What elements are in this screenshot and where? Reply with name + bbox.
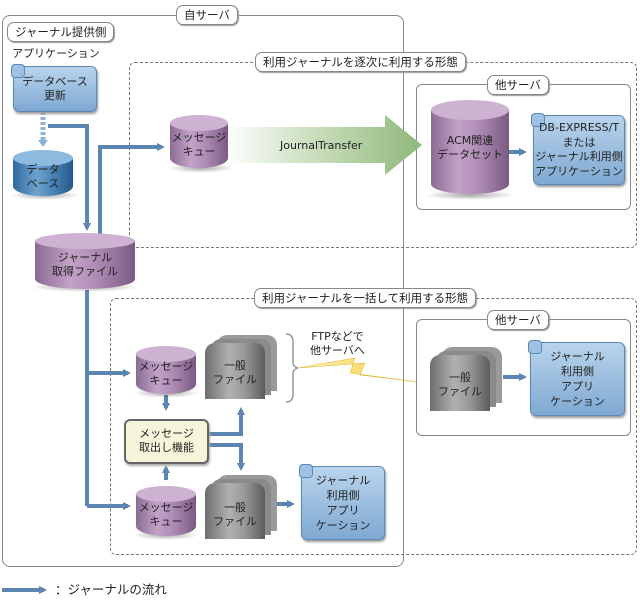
ftp-lightning-icon — [297, 357, 419, 383]
app-tab-icon — [299, 464, 313, 478]
flow-func-to-file2 — [207, 443, 245, 471]
flow-app-to-journal — [48, 124, 91, 231]
seq-consumer-app-label: DB-EXPRESS/T または ジャーナル利用側 アプリケーション — [535, 121, 623, 178]
ftp-note: FTPなどで 他サーバへ — [310, 330, 365, 357]
journal-file-label: ジャーナル 取得ファイル — [52, 251, 118, 278]
app-tab-icon — [531, 113, 545, 127]
legend-label: ：ジャーナルの流れ — [55, 582, 167, 597]
message-extract-function-label: メッセージ 取出し機能 — [139, 427, 194, 454]
batch-message-queue-2: メッセージ キュー — [136, 486, 196, 536]
batch-consumer-app-label: ジャーナル 利用側 アプリ ケーション — [315, 474, 371, 532]
database-label: データ ベース — [26, 163, 60, 190]
acm-dataset-label: ACM関連 データセット — [437, 134, 503, 161]
application-label: アプリケーション — [12, 47, 100, 60]
remote-consumer-app-label: ジャーナル 利用側 アプリ ケーション — [550, 350, 605, 408]
batch-mode-label: 利用ジャーナルを一括して利用する形態 — [254, 288, 477, 308]
seq-consumer-app: DB-EXPRESS/T または ジャーナル利用側 アプリケーション — [531, 113, 625, 185]
provider-side-label: ジャーナル提供側 — [7, 22, 115, 42]
self-server-label: 自サーバ — [176, 5, 238, 25]
general-file-2: 一般 ファイル — [205, 475, 280, 539]
batch-message-queue-2-label: メッセージ キュー — [138, 501, 194, 528]
batch-message-queue-1-label: メッセージ キュー — [138, 360, 194, 387]
remote-general-file: 一般 ファイル — [430, 347, 505, 411]
sequential-mode-label: 利用ジャーナルを逐次に利用する形態 — [255, 52, 466, 72]
seq-message-queue-label: メッセージ キュー — [171, 131, 227, 158]
remote-consumer-app: ジャーナル 利用側 アプリ ケーション — [528, 340, 625, 416]
ftp-bracket — [285, 333, 299, 403]
other-server-label-1: 他サーバ — [487, 75, 549, 95]
app-tab-icon — [528, 340, 542, 354]
batch-message-queue-1: メッセージ キュー — [136, 346, 196, 394]
db-update-label: データベース 更新 — [22, 75, 88, 102]
journal-transfer-label: JournalTransfer — [280, 139, 363, 152]
batch-consumer-app: ジャーナル 利用側 アプリ ケーション — [299, 464, 385, 540]
db-update-app: データベース 更新 — [11, 64, 97, 112]
message-extract-function: メッセージ 取出し機能 — [124, 419, 209, 464]
general-file-1-label: 一般 ファイル — [213, 359, 257, 386]
journal-file-cylinder: ジャーナル 取得ファイル — [35, 233, 135, 289]
flow-func-to-file1 — [207, 407, 245, 436]
general-file-2-label: 一般 ファイル — [213, 501, 257, 528]
remote-general-file-label: 一般 ファイル — [438, 371, 482, 398]
seq-message-queue: メッセージ キュー — [170, 115, 228, 168]
flow-journal-to-seq-queue — [98, 143, 165, 235]
database-cylinder: データ ベース — [13, 150, 73, 196]
app-tab-icon — [11, 64, 25, 78]
db-update-dotted-arrowhead — [38, 140, 48, 147]
other-server-label-2: 他サーバ — [487, 310, 549, 330]
general-file-1: 一般 ファイル — [205, 335, 280, 399]
journal-transfer-arrow — [225, 115, 422, 175]
acm-dataset-cylinder: ACM関連 データセット — [431, 100, 509, 194]
